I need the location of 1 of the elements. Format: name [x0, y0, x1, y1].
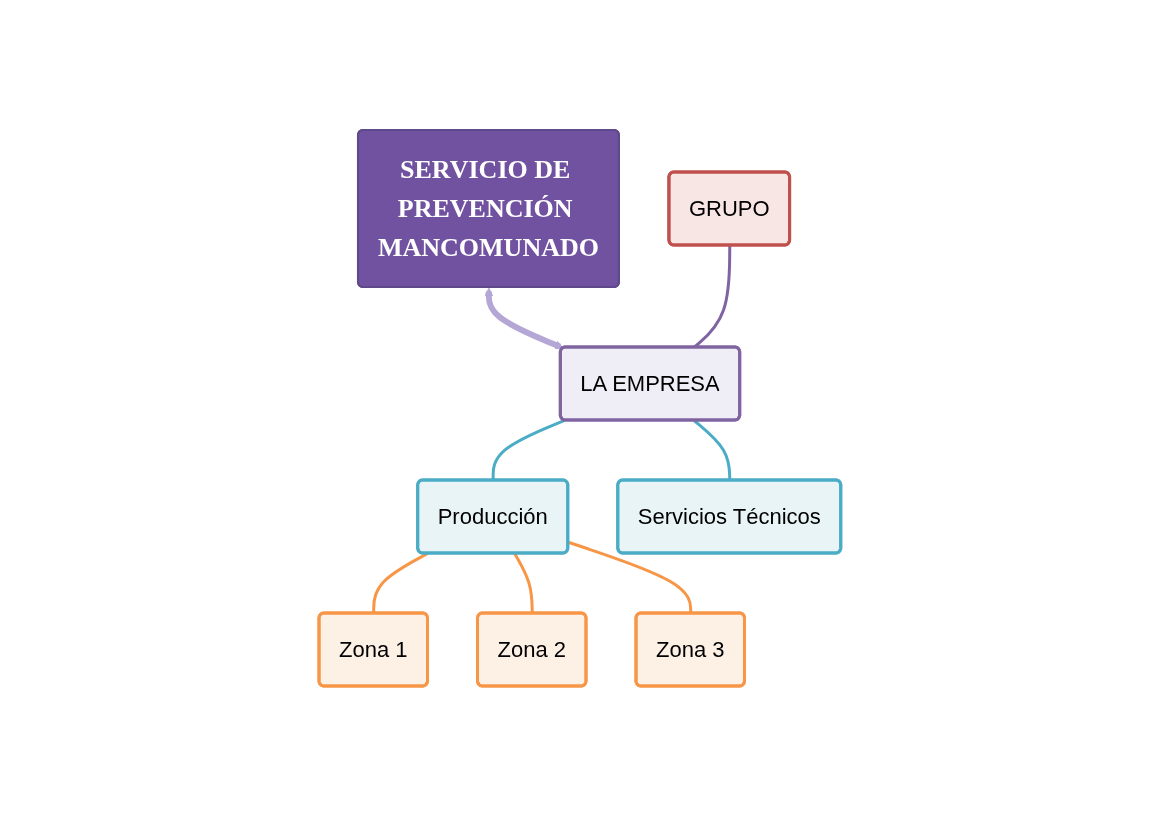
arrow	[484, 287, 564, 350]
